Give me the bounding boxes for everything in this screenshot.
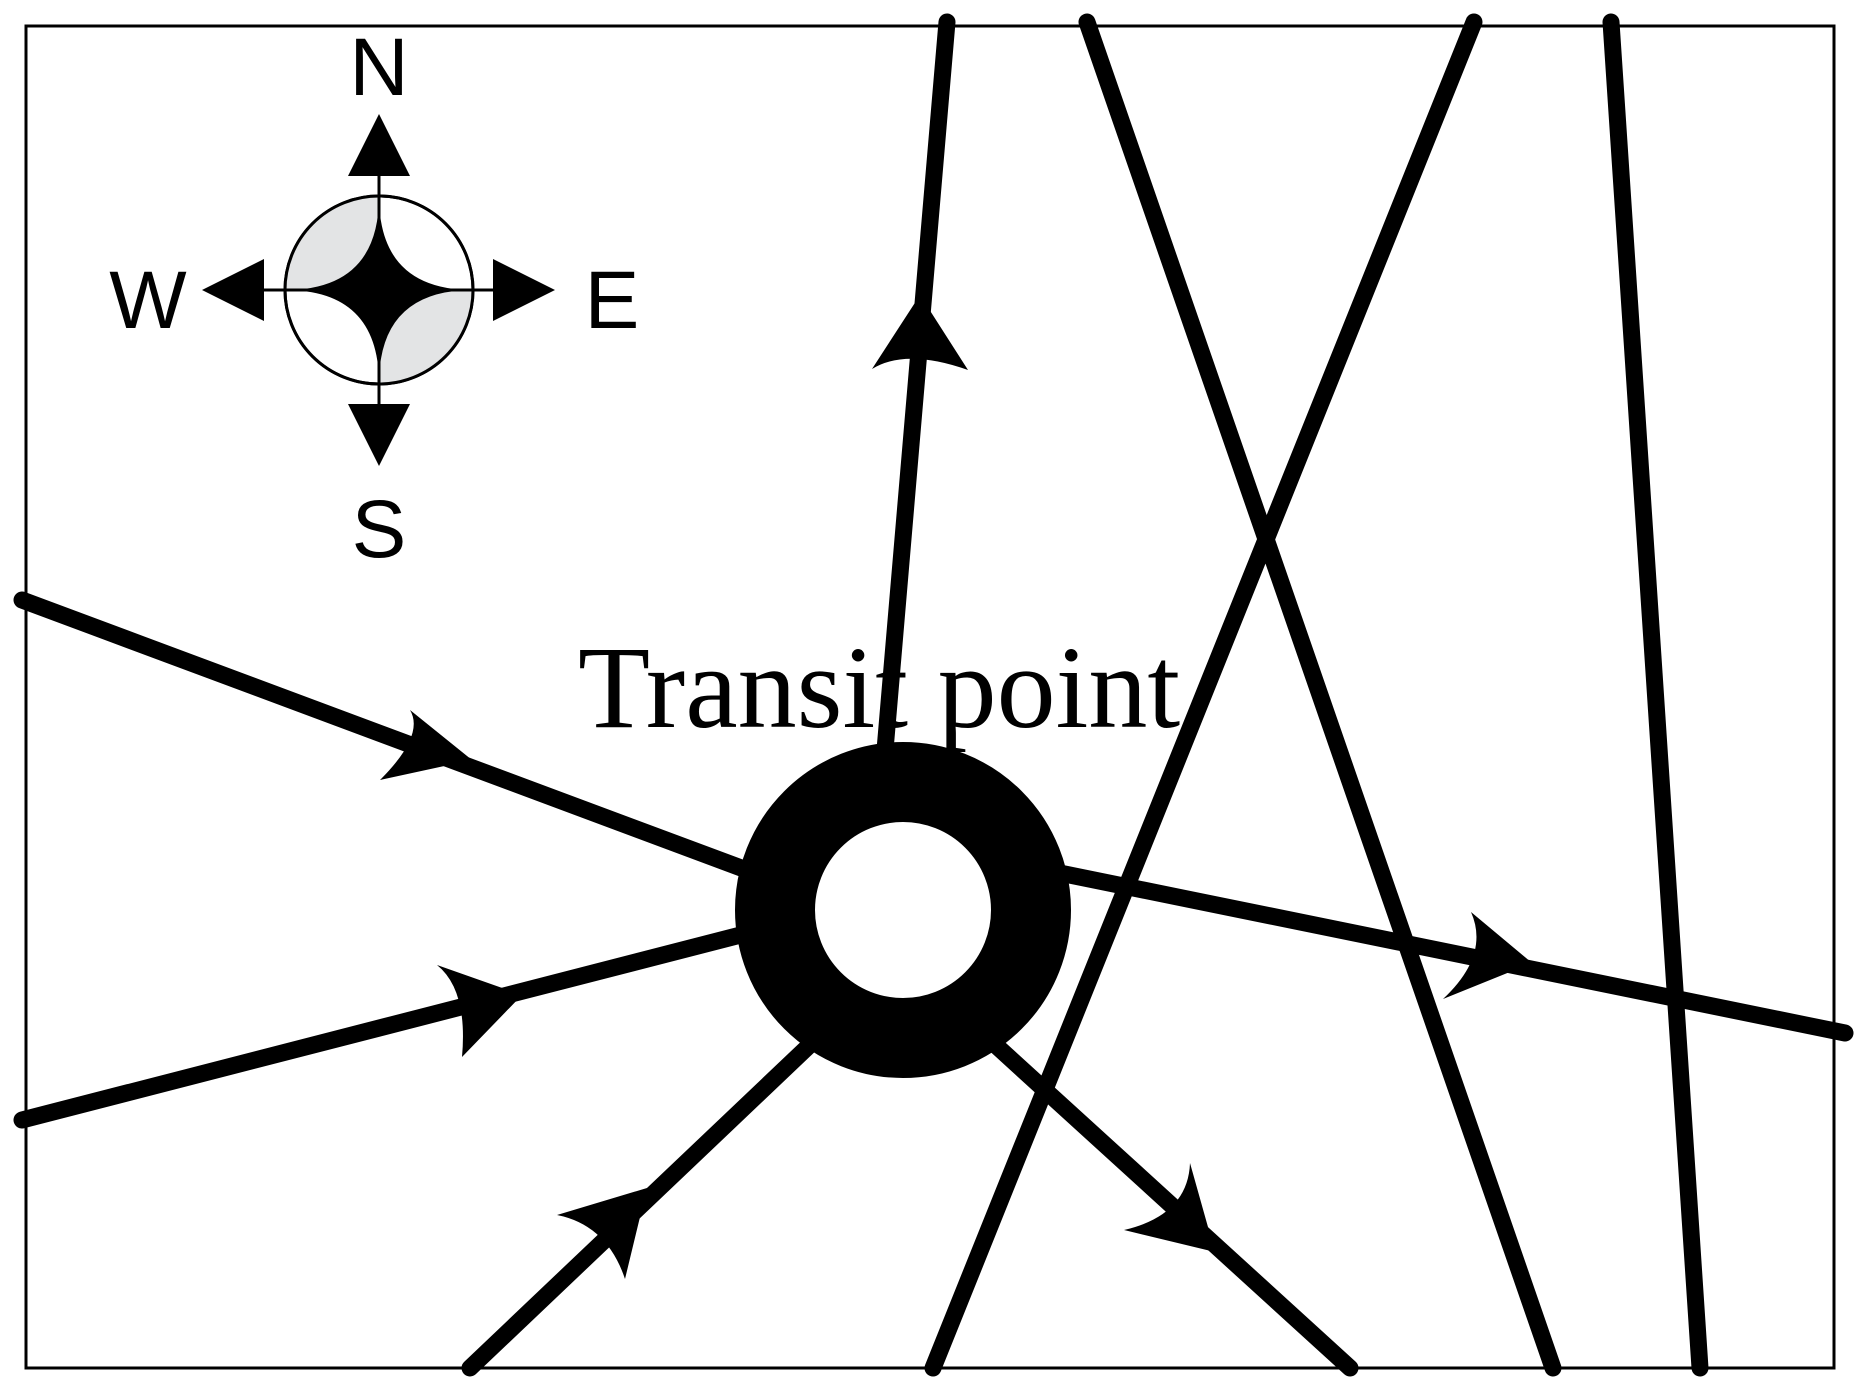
route-to-north bbox=[876, 13, 956, 759]
compass-south-arrow-icon bbox=[348, 404, 410, 466]
road-diagonal-a bbox=[1078, 13, 1562, 1377]
compass-south-label: S bbox=[352, 484, 407, 575]
compass-east-arrow-icon bbox=[493, 259, 555, 321]
road-near-vertical bbox=[1602, 13, 1709, 1377]
route-from-west-lower bbox=[13, 921, 769, 1129]
transit-point-ring bbox=[735, 742, 1071, 1078]
route-arrows bbox=[380, 295, 1532, 1279]
route-from-west-upper bbox=[13, 591, 769, 884]
compass-north-arrow-icon bbox=[348, 114, 410, 176]
arrow-southeast-icon bbox=[1124, 1163, 1215, 1252]
arrow-west-upper-icon bbox=[380, 710, 472, 780]
compass-rose: N S E W bbox=[109, 22, 639, 575]
route-to-southeast bbox=[981, 1031, 1359, 1377]
compass-west-label: W bbox=[109, 255, 187, 346]
compass-north-label: N bbox=[349, 22, 408, 113]
arrow-east-icon bbox=[1443, 912, 1532, 999]
arrow-south-icon bbox=[557, 1188, 647, 1279]
road-diagonal-b bbox=[924, 13, 1483, 1377]
compass-west-arrow-icon bbox=[202, 259, 264, 321]
route-to-east bbox=[1036, 861, 1854, 1042]
transit-point-node bbox=[735, 742, 1071, 1078]
arrow-west-lower-icon bbox=[437, 965, 522, 1057]
transit-point-label: Transit point bbox=[578, 622, 1180, 753]
compass-east-label: E bbox=[585, 255, 640, 346]
arrow-north-icon bbox=[872, 295, 968, 370]
background-roads bbox=[924, 13, 1709, 1377]
